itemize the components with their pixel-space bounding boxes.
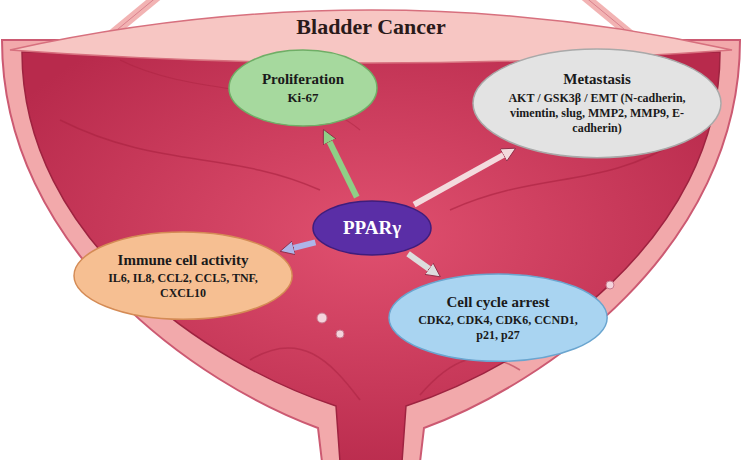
title-text: Bladder Cancer (296, 14, 445, 39)
text-holder: Immune cell activityIL6, IL8, CCL2, CCL5… (97, 251, 269, 302)
node-body: CDK2, CDK4, CDK6, CCND1, p21, p27 (412, 313, 584, 343)
ellipse-outline (228, 49, 378, 127)
bubble (336, 330, 344, 338)
effect-ellipse: MetastasisAKT / GSK3β / EMT (N-cadherin,… (472, 48, 722, 159)
ellipse-shape (313, 201, 431, 255)
bladder-wall (2, 40, 740, 460)
mucosa-fold (420, 358, 520, 395)
effect-arrow (414, 155, 503, 205)
bubble (606, 281, 614, 289)
diagram-title: Bladder Cancer (0, 14, 742, 40)
node-heading: Metastasis (501, 70, 693, 89)
effect-ellipse: ProliferationKi-67 (228, 49, 378, 127)
central-ellipse: PPARγ (312, 200, 432, 256)
ellipse-shape (229, 50, 377, 126)
effect-ellipse: Cell cycle arrestCDK2, CDK4, CDK6, CCND1… (388, 273, 608, 362)
text-holder: Cell cycle arrestCDK2, CDK4, CDK6, CCND1… (412, 293, 584, 344)
effect-arrow (294, 242, 316, 248)
text-holder: PPARγ (330, 216, 414, 240)
bubble (317, 313, 327, 323)
node-body: AKT / GSK3β / EMT (N-cadherin, vimentin,… (501, 91, 693, 136)
bladder-lumen (22, 52, 720, 460)
effect-arrow (330, 142, 357, 197)
effect-ellipse: Immune cell activityIL6, IL8, CCL2, CCL5… (73, 231, 293, 320)
ellipse-shape (473, 49, 721, 158)
effect-arrow (408, 254, 429, 269)
mucosa-fold (250, 348, 360, 400)
node-heading: Cell cycle arrest (412, 293, 584, 312)
node-body: Ki-67 (247, 90, 359, 106)
text-holder: ProliferationKi-67 (247, 70, 359, 107)
node-heading: Immune cell activity (97, 251, 269, 270)
node-heading: PPARγ (330, 216, 414, 240)
ellipse-shape (74, 232, 292, 319)
text-holder: MetastasisAKT / GSK3β / EMT (N-cadherin,… (501, 70, 693, 136)
node-heading: Proliferation (247, 70, 359, 89)
node-body: IL6, IL8, CCL2, CCL5, TNF, CXCL10 (97, 271, 269, 301)
mucosa-fold (60, 120, 320, 190)
ellipse-shape (389, 274, 607, 361)
